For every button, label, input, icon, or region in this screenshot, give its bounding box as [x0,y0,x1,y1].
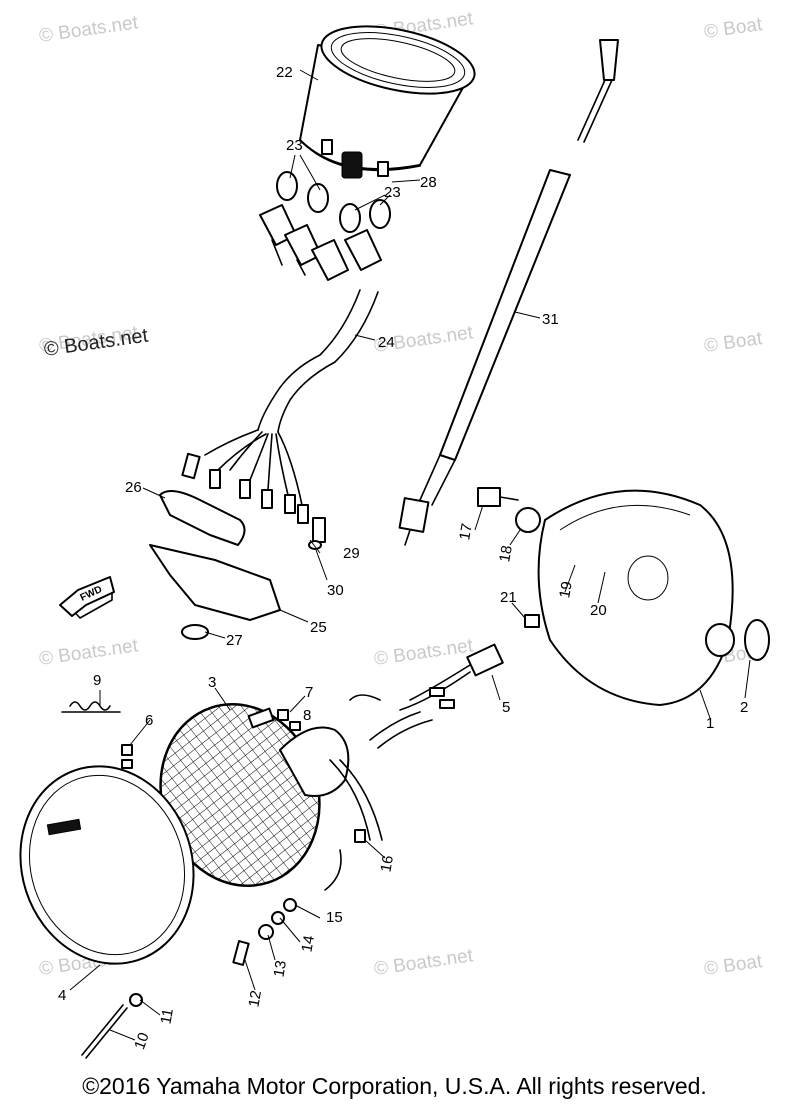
watermark: © Boat [703,328,764,357]
callout-label: 18 [496,544,516,563]
leader-lines [69,69,751,1041]
small-parts [61,701,366,1059]
callout-label: 20 [590,602,607,619]
callout-label: 8 [303,707,311,724]
callout-label: 4 [58,987,66,1004]
callout-labels: 1 2 3 4 5 6 7 8 9 10 11 12 13 14 15 16 1… [58,64,748,1052]
sealed-beam-unit [159,702,433,891]
bracket-assembly [67,490,326,640]
callout-label: 19 [556,580,576,599]
callout-label: 3 [208,674,216,691]
callout-label: 12 [245,989,265,1008]
watermark: © Boats.net [38,635,140,670]
watermark: © Boats.net [373,635,475,670]
speedometer-gauge [299,25,476,179]
copyright-notice: ©2016 Yamaha Motor Corporation, U.S.A. A… [82,1073,707,1099]
callout-label: 17 [456,522,476,541]
watermark: © Boat [703,14,764,43]
callout-label: 15 [326,909,343,926]
callout-label: 9 [93,672,101,689]
callout-label: 27 [226,632,243,649]
wiring-harness [181,289,379,524]
watermark: © Boat [703,951,764,980]
callout-label: 11 [157,1007,176,1025]
callout-label: 14 [298,934,318,953]
callout-label: 23 [384,184,401,201]
callout-label: 22 [276,64,293,81]
callout-label: 2 [740,699,748,716]
callout-label: 21 [500,589,517,606]
harness-connector [349,643,504,711]
callout-label: 29 [343,545,360,562]
fwd-arrow: FWD [59,576,115,617]
callout-label: 1 [706,715,714,732]
callout-label: 30 [327,582,344,599]
headlight-housing [537,489,770,706]
headlight-rim [19,765,195,965]
callout-label: 26 [125,479,142,496]
callout-label: 6 [145,712,153,729]
callout-label: 13 [270,959,290,978]
speedometer-cable [398,39,619,546]
callout-label: 16 [377,854,397,873]
watermark: © Boats.net [38,12,140,47]
callout-label: 28 [420,174,437,191]
bulb-sockets [259,171,391,281]
watermark: © Boats.net [373,945,475,980]
callout-label: 7 [305,684,313,701]
callout-label: 31 [542,311,559,328]
callout-label: 5 [502,699,510,716]
callout-label: 24 [378,334,395,351]
callout-label: 10 [131,1030,153,1051]
callout-label: 23 [286,137,303,154]
callout-label: 25 [310,619,327,636]
